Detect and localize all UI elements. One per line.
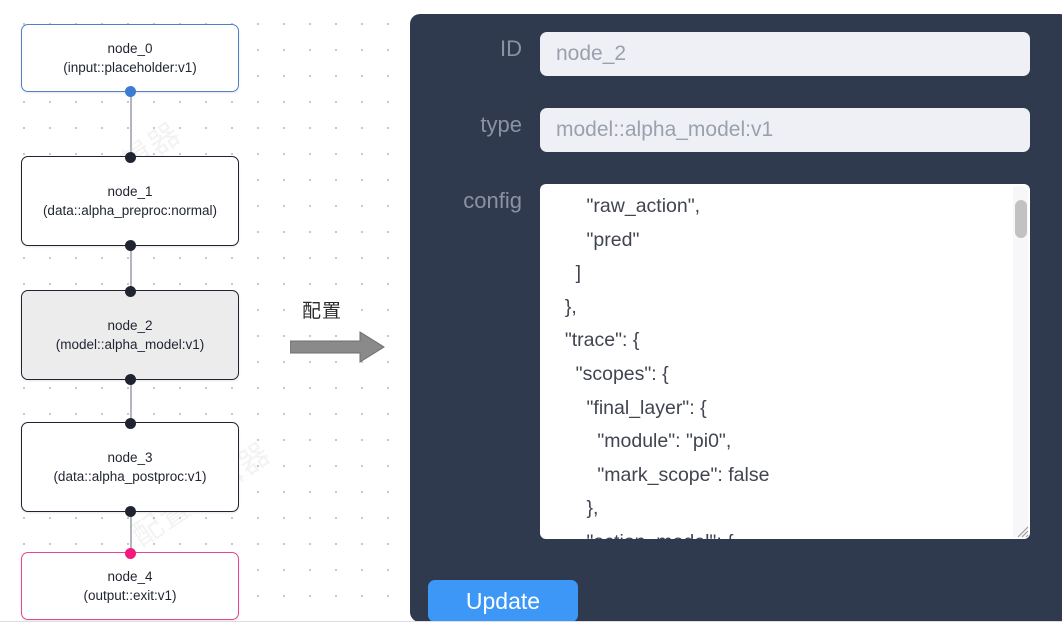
canvas-bottom-left-cover [0,622,410,643]
annotation-label: 配置 [302,301,343,322]
node-subtitle: (output::exit:v1) [83,588,177,603]
update-button[interactable]: Update [428,580,578,622]
edge-node3-node4 [130,512,132,550]
id-input[interactable] [540,32,1030,76]
node-handle-top[interactable] [124,285,136,297]
config-textarea[interactable]: "raw_action", "pred" ] }, "trace": { "sc… [540,184,1030,539]
node-subtitle: (data::alpha_postproc:v1) [53,469,207,484]
config-textarea-wrapper: "raw_action", "pred" ] }, "trace": { "sc… [540,184,1030,539]
node-handle-bottom[interactable] [124,239,136,251]
field-row-type: type [410,108,1062,152]
config-field-label: config [463,188,522,213]
graph-node-node_3[interactable]: node_3 (data::alpha_postproc:v1) [21,417,239,517]
id-field-label: ID [500,36,522,61]
type-field-label: type [480,112,522,137]
node-inspector-panel: ID type config "raw_action", "pred" ] },… [410,14,1062,622]
field-row-config: config "raw_action", "pred" ] }, "trace"… [410,184,1062,539]
node-handle-bottom[interactable] [124,505,136,517]
edge-node0-node1 [130,90,132,156]
right-arrow-icon [290,331,385,363]
graph-node-node_0[interactable]: node_0 (input::placeholder:v1) [21,24,239,97]
node-title: node_2 [107,318,153,333]
config-scrollbar-track[interactable] [1013,186,1028,537]
node-handle-bottom[interactable] [124,85,136,97]
config-scrollbar-thumb[interactable] [1014,200,1027,238]
graph-node-node_4[interactable]: node_4 (output::exit:v1) [21,547,239,620]
edge-node1-node2 [130,244,132,292]
node-title: node_3 [107,450,153,465]
type-input[interactable] [540,108,1030,152]
node-title: node_0 [107,41,153,56]
node-subtitle: (model::alpha_model:v1) [55,337,205,352]
field-row-id: ID [410,32,1062,76]
node-handle-bottom[interactable] [124,373,136,385]
node-graph[interactable]: node_0 (input::placeholder:v1) node_1 (d… [0,0,400,643]
graph-node-node_2[interactable]: node_2 (model::alpha_model:v1) [21,285,239,385]
node-subtitle: (input::placeholder:v1) [63,60,197,75]
node-handle-top[interactable] [124,547,136,559]
node-handle-top[interactable] [124,417,136,429]
node-title: node_4 [107,569,153,584]
node-subtitle: (data::alpha_preproc:normal) [42,203,218,218]
node-title: node_1 [107,184,153,199]
node-handle-top[interactable] [124,151,136,163]
annotation-arrow-group: 配置 [290,296,400,366]
edge-node2-node3 [130,378,132,418]
graph-node-node_1[interactable]: node_1 (data::alpha_preproc:normal) [21,151,239,251]
